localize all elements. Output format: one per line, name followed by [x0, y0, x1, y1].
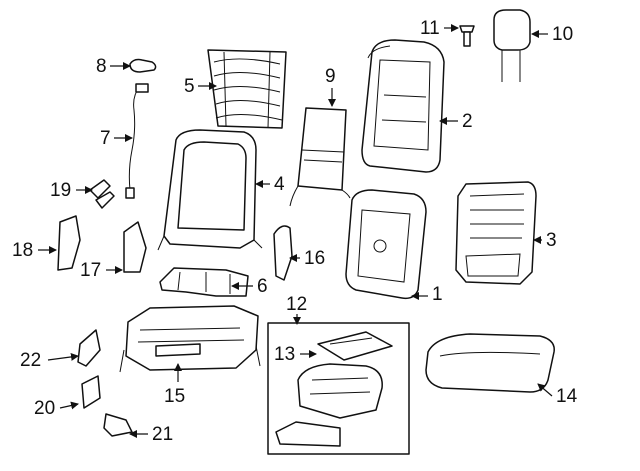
seat-back-panel[interactable]: [289, 107, 351, 207]
callout-3[interactable]: 3: [533, 230, 557, 251]
lower-bracket[interactable]: [159, 267, 249, 297]
seat-heater-pad[interactable]: [317, 331, 393, 361]
callout-19[interactable]: 19: [50, 180, 93, 201]
callout-9[interactable]: 9: [325, 66, 336, 107]
callout-label-15: 15: [164, 386, 185, 407]
trim-panel[interactable]: [273, 225, 293, 281]
callout-11[interactable]: 11: [420, 18, 459, 39]
wire-harness[interactable]: [125, 83, 149, 199]
mounting-clip[interactable]: [81, 375, 101, 409]
seat-cushion-pad[interactable]: [275, 421, 341, 447]
callout-label-18: 18: [12, 240, 33, 261]
callout-label-16: 16: [304, 248, 325, 269]
callout-6[interactable]: 6: [231, 276, 268, 297]
callout-label-7: 7: [100, 128, 111, 149]
seat-back-frame[interactable]: [157, 129, 263, 251]
callout-label-11: 11: [420, 18, 440, 39]
seat-cushion-frame[interactable]: [297, 363, 383, 419]
connector[interactable]: [129, 58, 157, 73]
callout-5[interactable]: 5: [184, 76, 217, 97]
callout-21[interactable]: 21: [129, 424, 173, 445]
headrest-guide[interactable]: [459, 25, 475, 47]
callout-label-5: 5: [184, 76, 195, 97]
callout-label-14: 14: [556, 386, 578, 407]
callout-16[interactable]: 16: [289, 248, 325, 269]
callout-8[interactable]: 8: [96, 56, 131, 77]
callout-4[interactable]: 4: [255, 174, 285, 195]
headrest[interactable]: [493, 9, 531, 82]
harness-connector[interactable]: [89, 179, 115, 209]
seat-back-suspension[interactable]: [207, 49, 287, 129]
callout-label-19: 19: [50, 180, 71, 201]
callout-label-17: 17: [80, 260, 101, 281]
callout-12[interactable]: 12: [286, 294, 307, 325]
part-12-kit-box: [267, 322, 410, 455]
callout-label-2: 2: [462, 111, 473, 132]
callout-label-3: 3: [546, 230, 557, 251]
seat-track-assembly[interactable]: [119, 305, 261, 373]
callout-label-20: 20: [34, 398, 55, 419]
callout-1[interactable]: 1: [411, 284, 443, 305]
callout-label-1: 1: [432, 284, 443, 305]
callout-label-4: 4: [274, 174, 285, 195]
callout-14[interactable]: 14: [537, 383, 578, 407]
callout-leader-14: [537, 383, 553, 397]
callout-15[interactable]: 15: [164, 363, 185, 407]
side-bracket[interactable]: [77, 329, 101, 367]
callout-10[interactable]: 10: [531, 24, 573, 45]
callout-7[interactable]: 7: [100, 128, 133, 149]
callout-20[interactable]: 20: [34, 398, 79, 419]
seat-back-cushion[interactable]: [361, 39, 445, 173]
callout-label-9: 9: [325, 66, 336, 87]
callout-13[interactable]: 13: [274, 344, 317, 365]
callout-leader-22: [47, 352, 79, 361]
callout-22[interactable]: 22: [20, 350, 79, 371]
callout-2[interactable]: 2: [439, 111, 473, 132]
callout-label-10: 10: [552, 24, 573, 45]
callout-18[interactable]: 18: [12, 240, 57, 261]
callout-leader-20: [59, 401, 79, 410]
callout-label-6: 6: [257, 276, 268, 297]
seat-back-frame-assembly[interactable]: [455, 181, 537, 285]
callout-label-22: 22: [20, 350, 41, 371]
side-shield[interactable]: [57, 215, 81, 271]
recliner-cover[interactable]: [123, 221, 147, 273]
callout-label-12: 12: [286, 294, 307, 315]
seat-back-rear-panel[interactable]: [345, 189, 427, 300]
callout-label-13: 13: [274, 344, 295, 365]
callout-17[interactable]: 17: [80, 260, 123, 281]
callout-label-21: 21: [152, 424, 173, 445]
callout-label-8: 8: [96, 56, 107, 77]
seat-cushion[interactable]: [425, 333, 555, 393]
retainer[interactable]: [103, 413, 133, 437]
